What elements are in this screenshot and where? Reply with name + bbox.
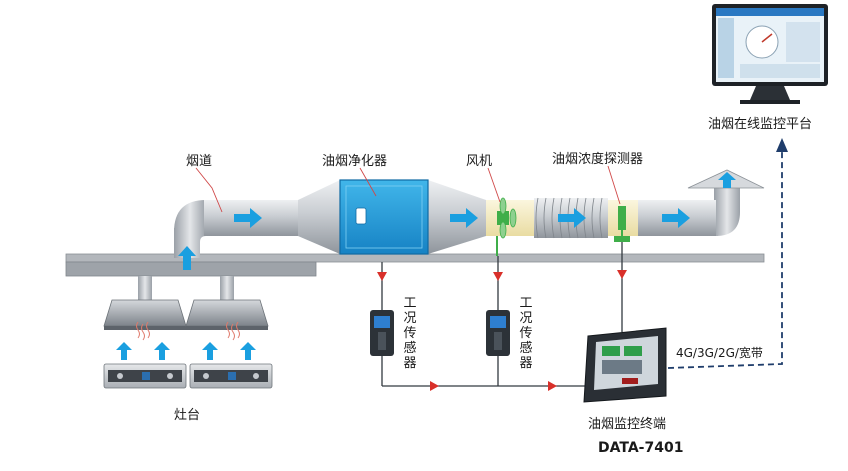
label-model: DATA-7401 — [598, 440, 684, 456]
signal-arrows — [377, 270, 627, 391]
monitor-icon — [712, 4, 828, 104]
label-sensor-right: 工况传感器 — [519, 296, 533, 371]
label-platform: 油烟在线监控平台 — [708, 117, 813, 132]
working-condition-sensor-right — [486, 310, 510, 356]
stove-heat-arrows — [116, 342, 256, 360]
label-flue: 烟道 — [186, 154, 213, 169]
label-terminal: 油烟监控终端 — [588, 417, 667, 432]
label-detector: 油烟浓度探测器 — [552, 152, 644, 167]
stoves — [103, 363, 273, 389]
label-sensor-left: 工况传感器 — [403, 296, 417, 371]
label-fan: 风机 — [466, 154, 493, 169]
ceiling-slab — [65, 253, 765, 277]
leader-lines — [195, 165, 621, 213]
airflow-arrows — [178, 172, 736, 270]
working-condition-sensor-left — [370, 310, 394, 356]
network-uplink — [667, 138, 788, 369]
label-stove: 灶台 — [174, 408, 201, 423]
range-hoods — [103, 276, 269, 330]
monitoring-terminal — [583, 327, 667, 403]
heat-waves — [136, 321, 240, 341]
label-purifier: 油烟净化器 — [322, 154, 388, 169]
fume-concentration-detector-icon — [614, 206, 630, 242]
label-network: 4G/3G/2G/宽带 — [676, 346, 763, 360]
fan-icon — [496, 197, 517, 256]
oil-fume-purifier — [339, 179, 429, 255]
